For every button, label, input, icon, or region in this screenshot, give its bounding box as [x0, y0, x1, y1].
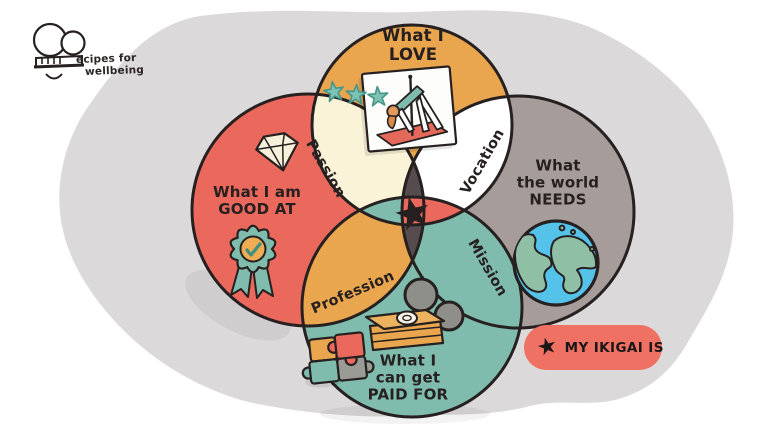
circle-paid-for-outline — [300, 195, 524, 419]
coins-icon — [403, 277, 465, 332]
brand-line2: wellbeing — [84, 63, 145, 79]
diamond-icon — [255, 132, 299, 172]
shadow — [185, 269, 291, 341]
ikigai-legend-label: MY IKIGAI IS — [564, 339, 664, 356]
ikigai-legend-pill: ★ MY IKIGAI IS — [524, 325, 664, 370]
label-what-i-am-good-at: What I am GOOD AT — [212, 182, 302, 218]
star-icon: ★ — [534, 331, 561, 363]
award-ribbon-icon — [229, 224, 277, 299]
circle-love-outline — [310, 23, 514, 227]
puzzle-icon — [301, 331, 375, 388]
money-stack-icon — [364, 308, 446, 352]
label-what-i-can-get-paid-for: What I can get PAID FOR — [367, 351, 449, 404]
chef-hat-icon — [32, 22, 86, 80]
yoga-pose-card-icon — [358, 65, 458, 156]
label-what-i-love: What I LOVE — [381, 26, 445, 64]
label-what-the-world-needs: What the world NEEDS — [516, 156, 600, 209]
circle-good-at-outline — [190, 92, 426, 328]
globe-icon — [512, 219, 600, 307]
